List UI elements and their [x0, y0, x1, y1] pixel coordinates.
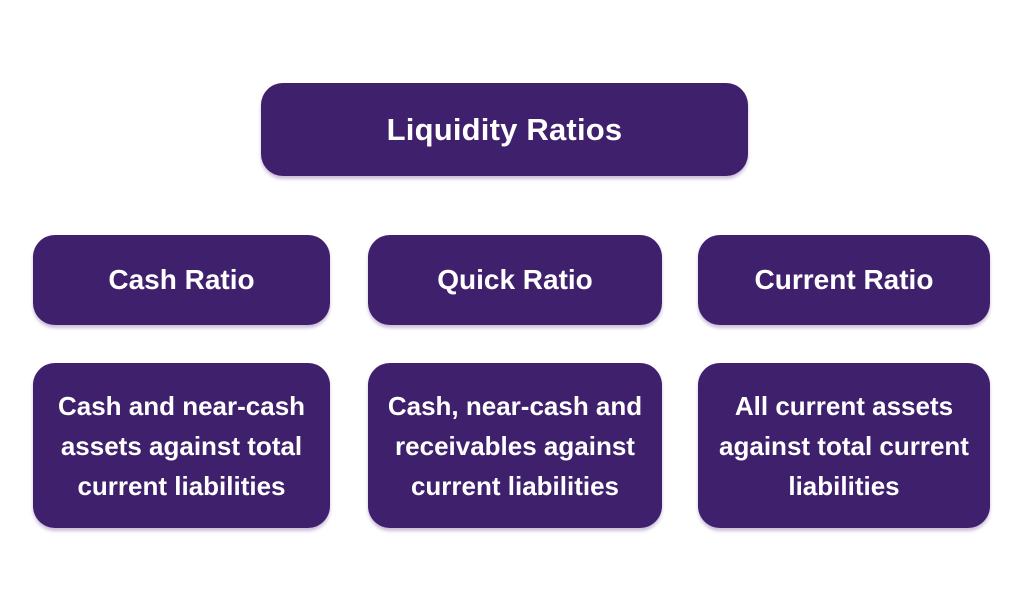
- description-line: assets against total: [60, 430, 303, 461]
- description-line: current liabilities: [77, 470, 286, 501]
- description-line: liabilities: [788, 470, 900, 501]
- current-ratio-label: Current Ratio: [754, 264, 934, 295]
- cash-ratio-description-box: Cash and near-cash assets against total …: [33, 363, 330, 528]
- cash-ratio-label: Cash Ratio: [108, 264, 255, 295]
- description-line: Cash, near-cash and: [387, 390, 643, 421]
- description-line: receivables against: [395, 430, 635, 461]
- description-line: current liabilities: [410, 470, 620, 501]
- title-box: Liquidity Ratios: [261, 83, 748, 176]
- description-line: Cash and near-cash: [57, 390, 306, 421]
- quick-ratio-box: Quick Ratio: [368, 235, 662, 325]
- diagram-title: Liquidity Ratios: [386, 111, 623, 147]
- quick-ratio-description-box: Cash, near-cash and receivables against …: [368, 363, 662, 528]
- current-ratio-box: Current Ratio: [698, 235, 990, 325]
- current-ratio-description-box: All current assets against total current…: [698, 363, 990, 528]
- quick-ratio-label: Quick Ratio: [437, 264, 593, 295]
- description-line: All current assets: [734, 390, 954, 421]
- description-line: against total current: [719, 430, 969, 461]
- cash-ratio-box: Cash Ratio: [33, 235, 330, 325]
